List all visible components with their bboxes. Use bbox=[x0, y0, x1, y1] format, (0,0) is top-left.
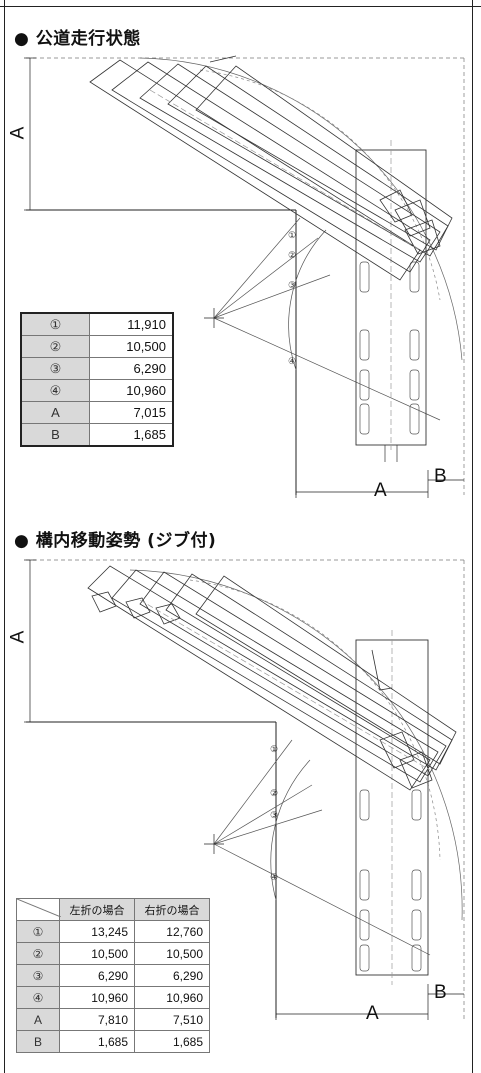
left-turn-value: 7,810 bbox=[59, 1008, 135, 1031]
right-turn-value: 12,760 bbox=[134, 920, 210, 943]
left-turn-value: 10,500 bbox=[59, 942, 135, 965]
page-frame bbox=[4, 0, 473, 1073]
table-header-left-turn: 左折の場合 bbox=[59, 898, 135, 921]
jib-marker-4: ④ bbox=[270, 872, 278, 882]
row-value: 7,015 bbox=[89, 401, 174, 424]
marker-4: ④ bbox=[288, 356, 296, 366]
left-turn-value: 6,290 bbox=[59, 964, 135, 987]
row-value: 1,685 bbox=[89, 423, 174, 447]
right-turn-value: 10,960 bbox=[134, 986, 210, 1009]
dimension-b-label: B bbox=[434, 466, 447, 487]
table-header-right-turn: 右折の場合 bbox=[134, 898, 210, 921]
row-key: ① bbox=[16, 920, 60, 943]
row-value: 10,500 bbox=[89, 335, 174, 358]
jib-marker-1: ① bbox=[270, 744, 278, 754]
turning-diagram-road: ① ② ③ ④ bbox=[24, 55, 465, 498]
row-key: ② bbox=[20, 335, 90, 358]
section1-title: ● 公道走行状態 bbox=[14, 29, 141, 49]
dimension-a-horizontal-label: A bbox=[374, 480, 387, 501]
row-key: ③ bbox=[16, 964, 60, 987]
row-key: ④ bbox=[20, 379, 90, 402]
marker-1: ① bbox=[288, 230, 296, 240]
right-turn-value: 7,510 bbox=[134, 1008, 210, 1031]
row-value: 11,910 bbox=[89, 312, 174, 336]
row-key: A bbox=[16, 1008, 60, 1031]
table-corner-header bbox=[16, 898, 61, 921]
row-key: ① bbox=[20, 312, 90, 336]
row-value: 6,290 bbox=[89, 357, 174, 380]
marker-2: ② bbox=[288, 250, 296, 260]
right-turn-value: 1,685 bbox=[134, 1030, 210, 1053]
left-turn-value: 10,960 bbox=[59, 986, 135, 1009]
jib-dimension-b-label: B bbox=[434, 982, 447, 1003]
jib-dimension-a-vertical-label: A bbox=[7, 630, 29, 644]
jib-marker-2: ② bbox=[270, 788, 278, 798]
right-turn-value: 10,500 bbox=[134, 942, 210, 965]
row-key: B bbox=[20, 423, 90, 447]
jib-dimension-a-horizontal-label: A bbox=[366, 1003, 379, 1024]
jib-marker-3: ③ bbox=[270, 810, 278, 820]
right-turn-value: 6,290 bbox=[134, 964, 210, 987]
left-turn-value: 13,245 bbox=[59, 920, 135, 943]
section2-title: ● 構内移動姿勢 (ジブ付) bbox=[14, 531, 217, 551]
diagonal-slash-icon bbox=[17, 899, 61, 917]
marker-3: ③ bbox=[288, 280, 296, 290]
row-key: ② bbox=[16, 942, 60, 965]
row-key: ④ bbox=[16, 986, 60, 1009]
left-turn-value: 1,685 bbox=[59, 1030, 135, 1053]
row-key: B bbox=[16, 1030, 60, 1053]
row-key: A bbox=[20, 401, 90, 424]
header-edge bbox=[0, 0, 481, 7]
